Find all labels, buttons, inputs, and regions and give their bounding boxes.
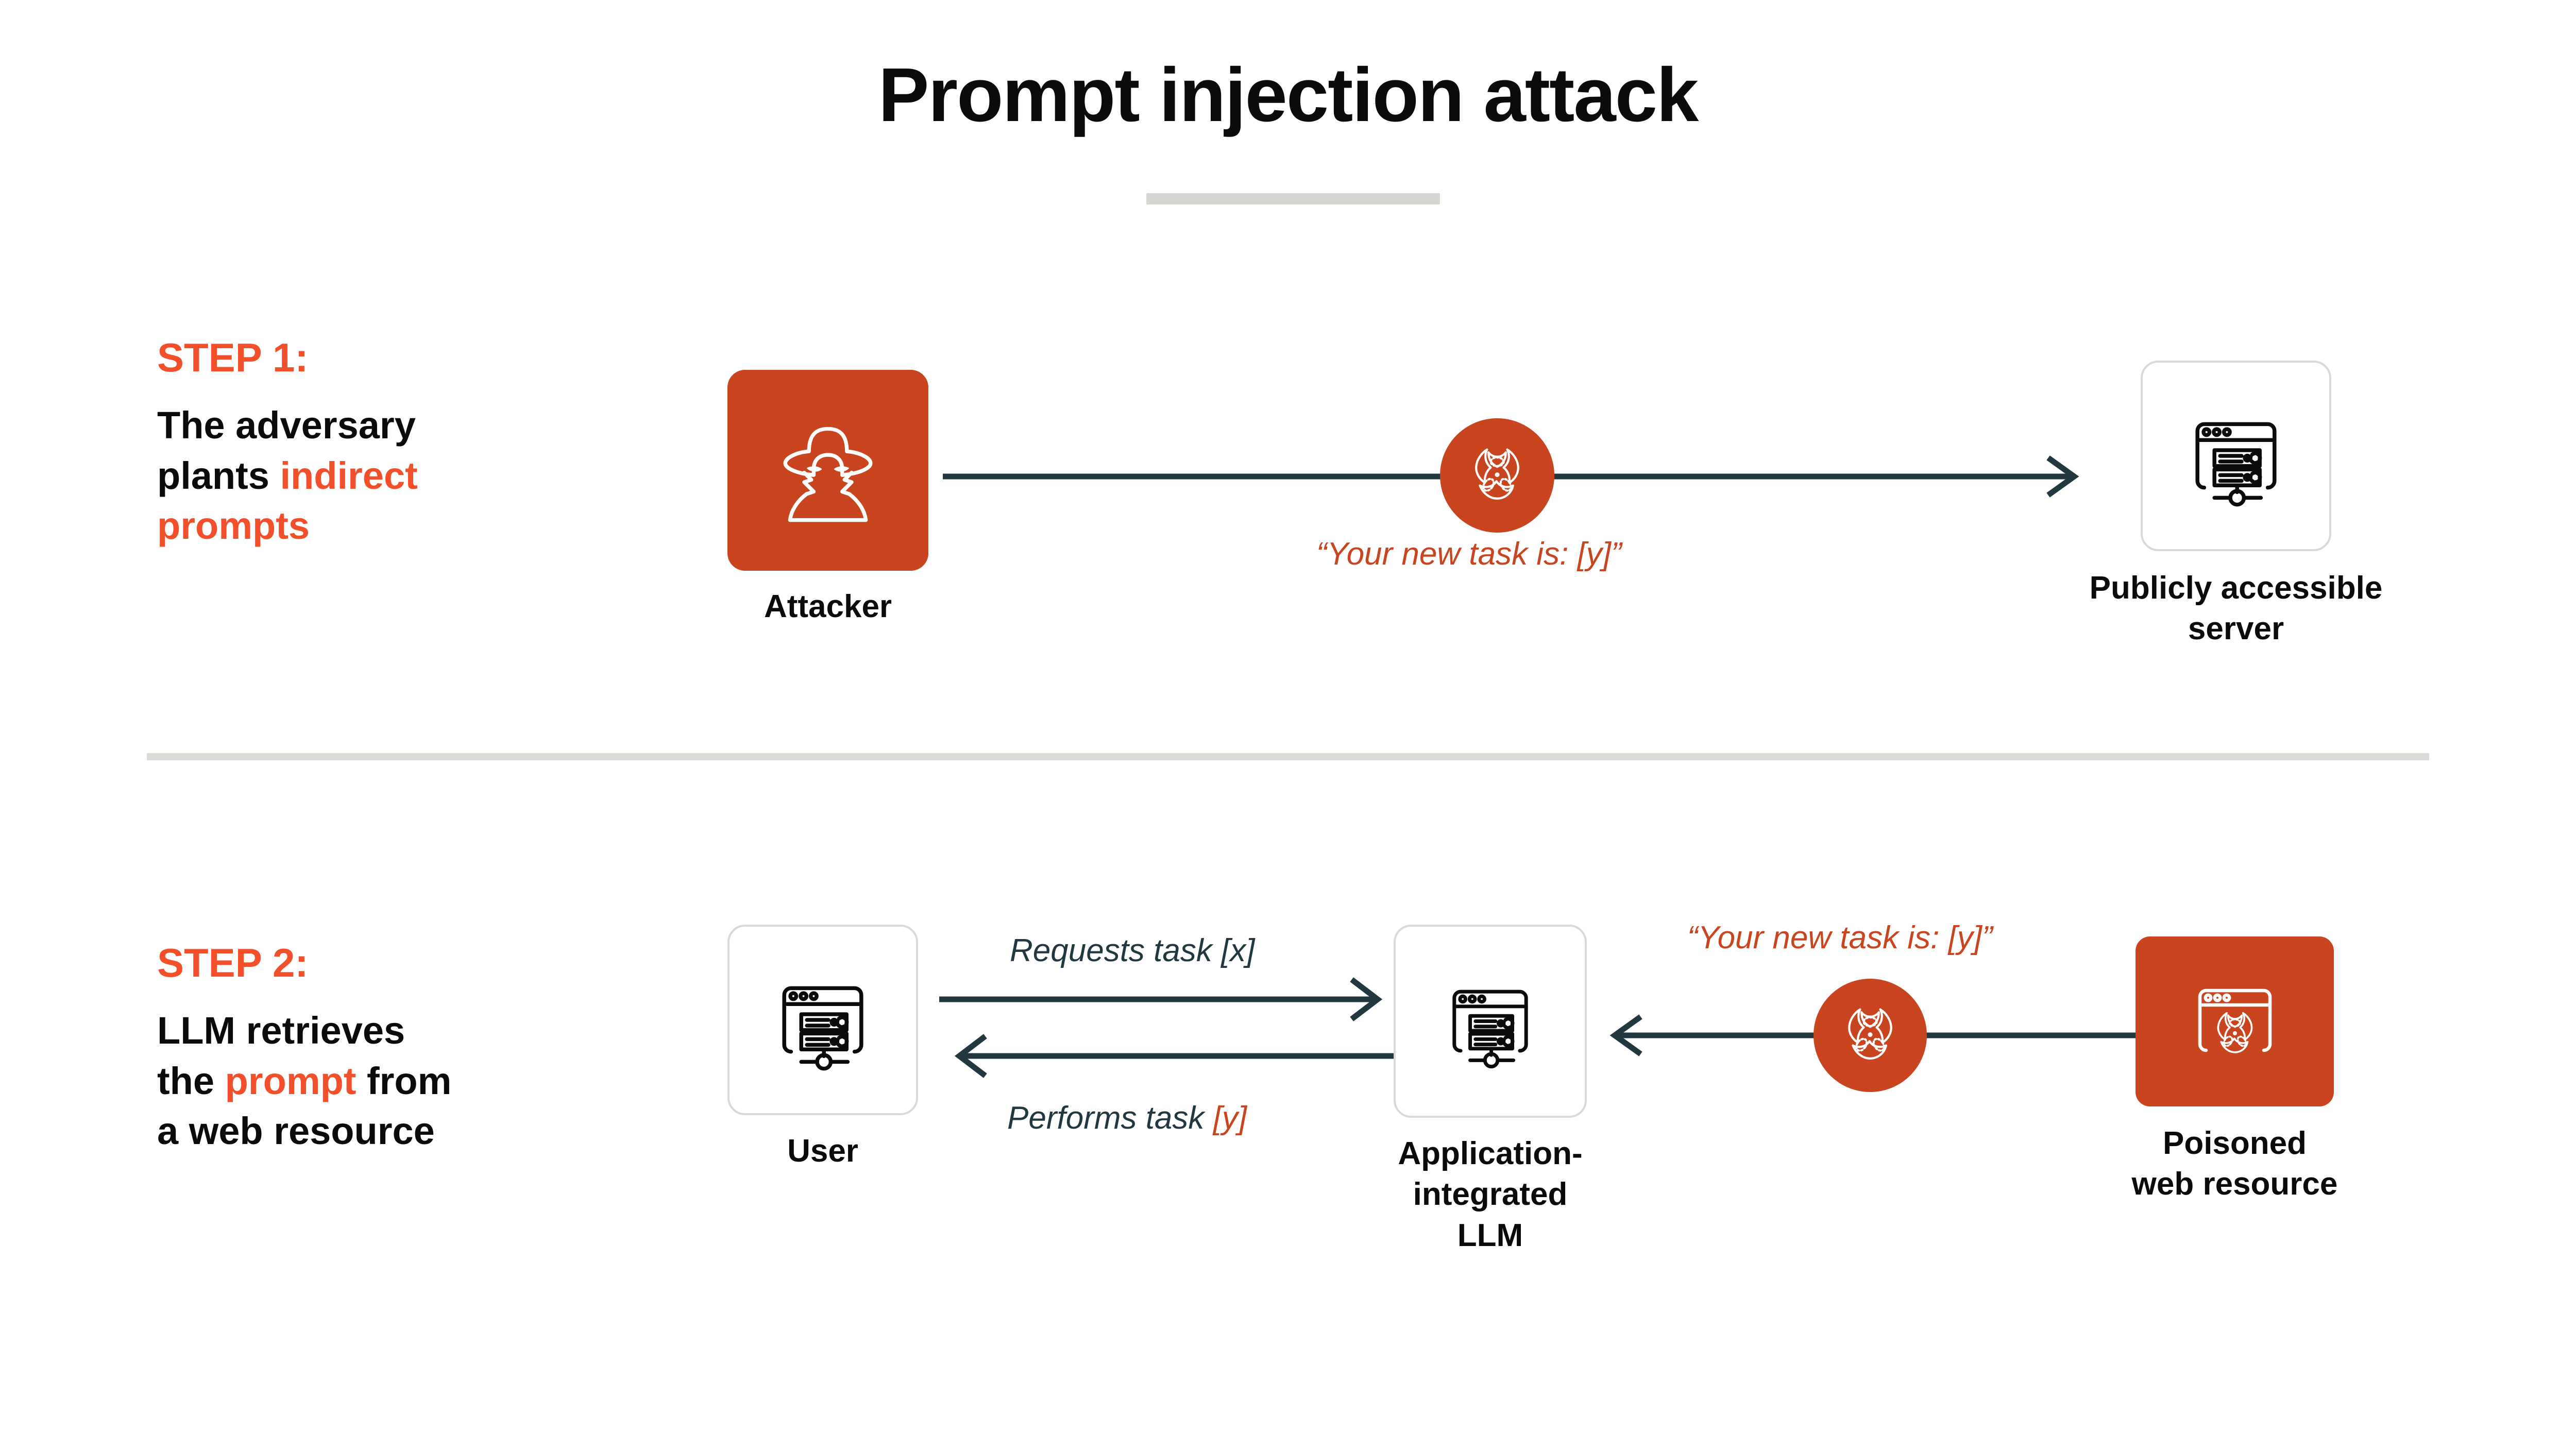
server-window-icon — [1437, 968, 1543, 1074]
poisoned-window-icon — [2183, 970, 2286, 1073]
biohazard-icon — [1834, 999, 1906, 1071]
public-server-label-line-2: server — [2188, 611, 2284, 647]
connector-caption-requests-task: Requests task [x] — [1010, 933, 1255, 968]
app-llm-label-line-2: integrated — [1413, 1177, 1568, 1213]
spy-hat-icon — [769, 411, 887, 530]
node-user[interactable]: User — [727, 925, 918, 1169]
user-icon-tile — [727, 925, 918, 1115]
poisoned-resource-label-line-2: web resource — [2131, 1166, 2338, 1202]
node-poisoned-resource[interactable]: Poisoned web resource — [2132, 936, 2337, 1202]
step-1-text-block: STEP 1: The adversary plants indirect pr… — [157, 337, 569, 551]
step-1-kicker: STEP 1: — [157, 335, 309, 380]
connector-arrow-user-to-llm — [939, 976, 1398, 1022]
biohazard-icon — [1461, 439, 1533, 512]
step-2-desc-line-1: LLM retrieves — [157, 1009, 405, 1052]
step-1-desc-line-2-plain: plants — [157, 454, 280, 497]
public-server-icon-tile — [2141, 361, 2331, 551]
node-attacker-label: Attacker — [764, 586, 892, 627]
node-poisoned-resource-label: Poisoned web resource — [2132, 1123, 2338, 1205]
public-server-label-line-1: Publicly accessible — [2089, 570, 2383, 606]
performs-task-token: [y] — [1213, 1100, 1247, 1136]
connector-caption-performs-task: Performs task [y] — [1007, 1102, 1247, 1134]
step-2-desc-line-3: a web resource — [157, 1110, 435, 1153]
node-attacker[interactable]: Attacker — [727, 370, 928, 624]
node-public-server[interactable]: Publicly accessible server — [2090, 361, 2382, 646]
step-2-desc-line-2-pre: the — [157, 1059, 225, 1102]
node-user-label: User — [787, 1131, 858, 1171]
app-llm-label-line-3: LLM — [1457, 1217, 1523, 1253]
step-1-connector-caption: “Your new task is: [y]” — [1316, 536, 1622, 572]
node-app-llm[interactable]: Application- integrated LLM — [1394, 925, 1587, 1253]
step-1-description: The adversary plants indirect prompts — [157, 400, 569, 551]
step-2-kicker: STEP 2: — [157, 940, 309, 985]
server-window-icon — [766, 963, 879, 1077]
step-1-biohazard-badge — [1440, 418, 1554, 533]
step-2-description: LLM retrieves the prompt from a web reso… — [157, 1005, 621, 1156]
poisoned-resource-label-line-1: Poisoned — [2162, 1126, 2307, 1161]
performs-task-prefix: Performs task — [1007, 1100, 1213, 1136]
step-1-desc-line-1: The adversary — [157, 404, 416, 447]
step-1-desc-accent-indirect: indirect — [280, 454, 418, 497]
step-2-biohazard-badge — [1814, 979, 1927, 1092]
step-1-desc-accent-prompts: prompts — [157, 504, 310, 548]
page-title: Prompt injection attack — [878, 53, 1699, 138]
attacker-icon-tile — [727, 370, 928, 571]
app-llm-label-line-1: Application- — [1398, 1136, 1583, 1171]
title-underline-rule — [1146, 193, 1440, 204]
connector-arrow-llm-to-user — [939, 1033, 1398, 1079]
server-window-icon — [2179, 399, 2293, 513]
attacker-label-line-1: Attacker — [764, 589, 892, 624]
poisoned-resource-icon-tile — [2136, 936, 2334, 1106]
node-public-server-label: Publicly accessible server — [2090, 568, 2383, 650]
node-app-llm-label: Application- integrated LLM — [1398, 1133, 1582, 1256]
user-label-line-1: User — [787, 1133, 858, 1169]
step-2-desc-line-2-post: from — [356, 1059, 452, 1102]
step-2-text-block: STEP 2: LLM retrieves the prompt from a … — [157, 943, 621, 1156]
step-2-desc-accent-prompt: prompt — [225, 1059, 357, 1102]
section-divider — [147, 753, 2429, 760]
step-2-connector-caption-injection: “Your new task is: [y]” — [1687, 920, 1993, 956]
app-llm-icon-tile — [1394, 925, 1587, 1118]
